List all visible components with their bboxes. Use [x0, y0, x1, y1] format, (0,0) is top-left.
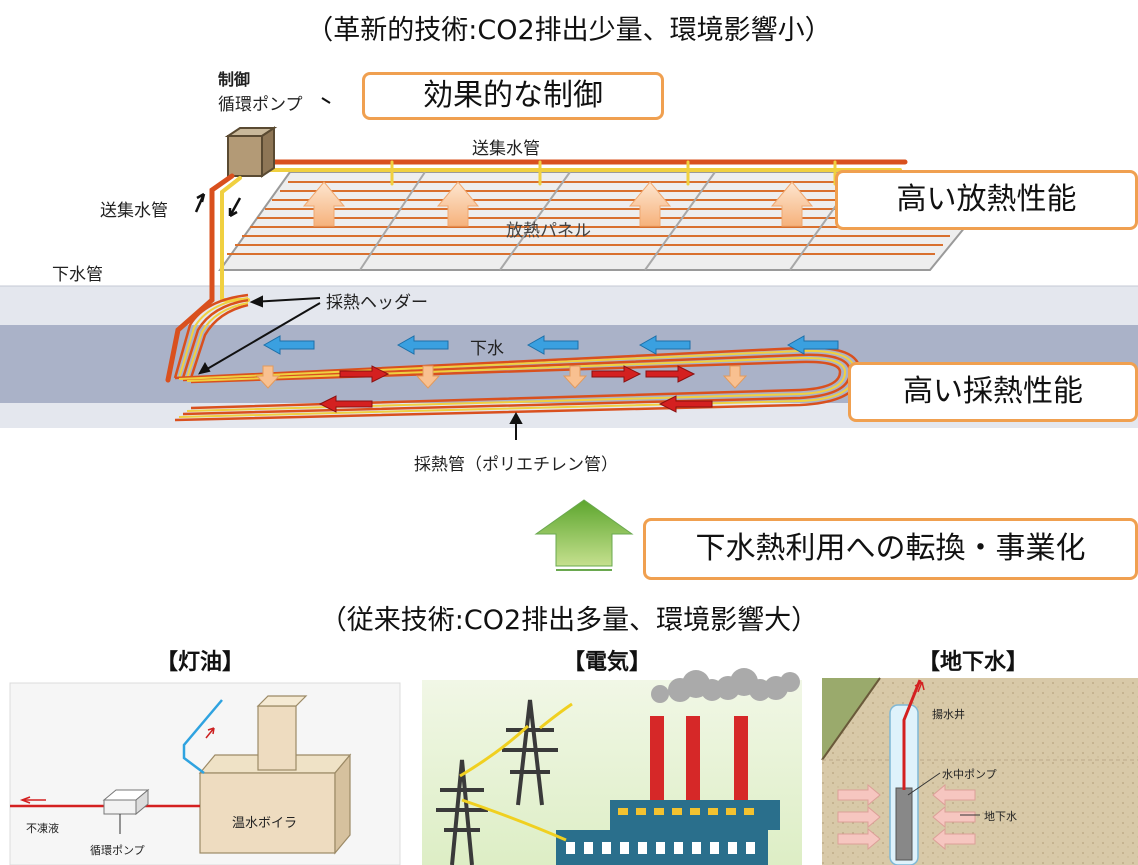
electricity-panel	[422, 668, 802, 865]
pump-label: 循環ポンプ	[218, 95, 303, 115]
groundwater-label: 地下水	[984, 810, 1017, 823]
effective-control-callout: 効果的な制御	[362, 72, 664, 120]
header-label: 採熱ヘッダー	[326, 293, 428, 313]
kerosene-pump-label: 循環ポンプ	[90, 844, 145, 857]
innovative-tech-title: （革新的技術:CO2排出少量、環境影響小）	[306, 15, 832, 46]
well-label: 揚水井	[932, 708, 965, 721]
pump-box	[227, 135, 263, 177]
pipe-flow-arrows	[318, 365, 713, 413]
heat-down-arrows	[255, 365, 748, 389]
header-pipes	[173, 293, 249, 379]
antifreeze-label: 不凍液	[26, 822, 59, 835]
sewer-pipe-label: 下水管	[52, 265, 103, 285]
pylons	[436, 699, 558, 865]
high-radiation-callout: 高い放熱性能	[835, 170, 1138, 230]
pipe-left-label: 送集水管	[100, 201, 168, 221]
submersible-pump-label: 水中ポンプ	[942, 768, 997, 781]
conventional-tech-title: （従来技術:CO2排出多量、環境影響大）	[319, 605, 819, 636]
high-collection-callout: 高い採熱性能	[848, 362, 1138, 422]
conversion-arrow	[534, 499, 634, 567]
groundwater-panel	[821, 677, 1138, 865]
kerosene-title: 【灯油】	[156, 650, 245, 675]
groundwater-title: 【地下水】	[918, 650, 1029, 675]
control-label: 制御	[218, 70, 251, 89]
boiler-label: 温水ボイラ	[232, 816, 298, 831]
electricity-title: 【電気】	[563, 650, 652, 675]
kerosene-panel	[9, 682, 401, 865]
groundwater-flow-arrows	[837, 783, 976, 851]
panel-label: 放熱パネル	[506, 221, 591, 241]
sewage-flow-arrows	[262, 335, 839, 355]
pipe-top-label: 送集水管	[472, 139, 540, 159]
sewage-label: 下水	[470, 339, 504, 359]
conversion-callout: 下水熱利用への転換・事業化	[643, 518, 1138, 580]
heat-rise-arrows	[302, 181, 814, 227]
collection-pipe-label: 採熱管（ポリエチレン管）	[414, 455, 618, 475]
